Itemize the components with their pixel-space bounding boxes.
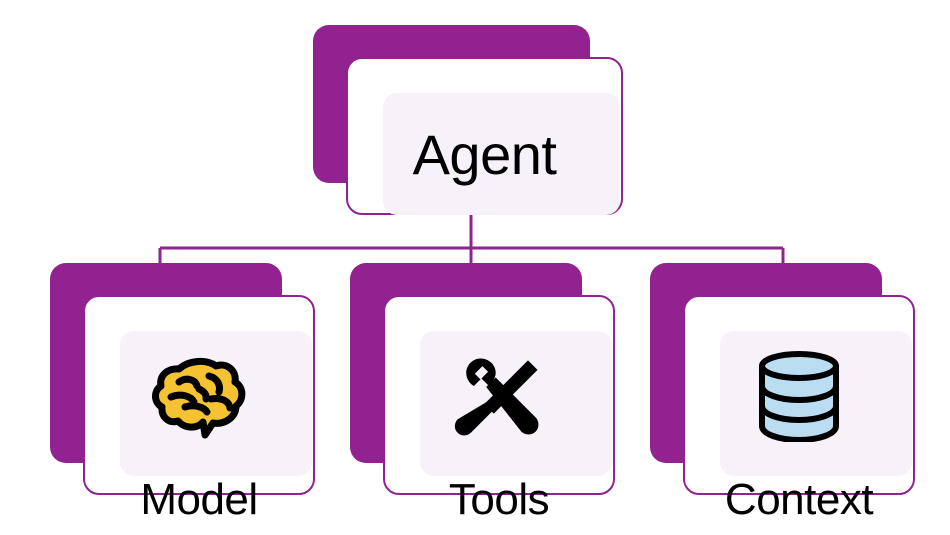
context-label: Context [724,475,874,524]
brain-icon [152,357,246,438]
agent-card[interactable]: Agent [346,57,623,215]
model-label: Model [140,475,258,524]
context-icon-wrap [685,341,913,451]
hammer-and-wrench-icon [454,358,538,435]
tools-icon-wrap [385,341,613,451]
node-model[interactable]: Model [50,263,315,522]
node-agent[interactable]: Agent [313,25,623,215]
tools-label: Tools [448,475,550,524]
agent-inner-panel [383,93,620,215]
agent-label: Agent [412,123,557,186]
model-card[interactable]: Model [83,295,315,522]
node-tools[interactable]: Tools [350,263,615,522]
node-context[interactable]: Context [650,263,915,522]
model-icon-wrap [85,341,313,451]
tools-card[interactable]: Tools [383,295,615,522]
context-card[interactable]: Context [683,295,915,522]
database-icon [759,351,839,442]
